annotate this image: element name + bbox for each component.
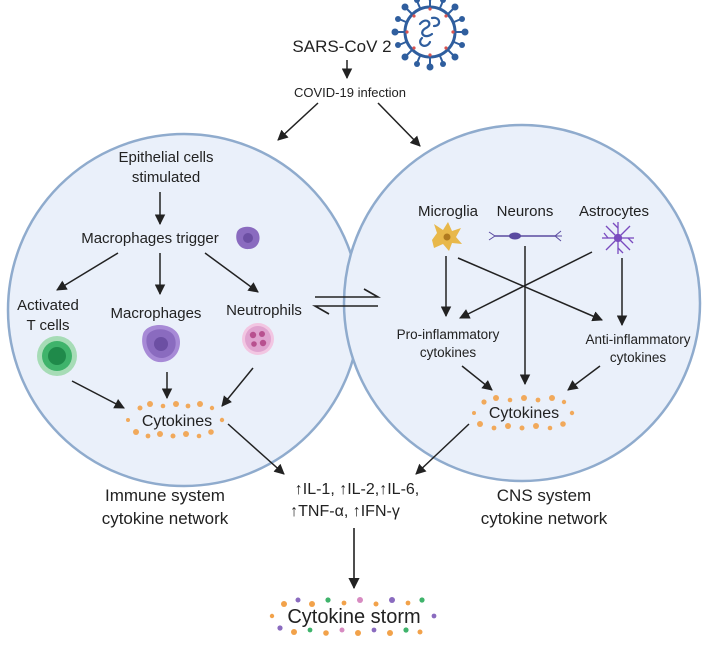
arrow-cns-to-center bbox=[415, 423, 470, 475]
macrophages-label: Macrophages bbox=[111, 305, 202, 322]
arrow-astrocytes-to-pro bbox=[459, 251, 593, 319]
virus-icon bbox=[391, 0, 469, 71]
arrow-microglia-to-anti bbox=[457, 257, 603, 322]
pro-inflammatory-label-line2: cytokines bbox=[420, 345, 477, 360]
astrocytes-label: Astrocytes bbox=[579, 203, 649, 220]
neutrophils-label: Neutrophils bbox=[226, 302, 302, 319]
arrow-trigger-to-neutrophils bbox=[204, 252, 259, 293]
arrow-tcell-to-cytokines bbox=[71, 380, 125, 409]
epithelial-label-line1: Epithelial cells bbox=[118, 149, 213, 166]
cns-cytokines-label: Cytokines bbox=[489, 405, 559, 422]
arrow-infection-left bbox=[277, 102, 319, 141]
cns-cytokine-dots bbox=[472, 395, 575, 431]
arrow-trigger-to-tcells bbox=[56, 252, 119, 291]
macrophage-icon bbox=[142, 325, 181, 363]
cns-caption-line2: cytokine network bbox=[481, 509, 608, 528]
tcell-icon bbox=[37, 336, 77, 376]
tcells-label-line2: T cells bbox=[26, 317, 69, 334]
cns-circle bbox=[342, 123, 702, 483]
macrophage-small-icon bbox=[236, 226, 260, 250]
virus-label: SARS-CoV 2 bbox=[292, 37, 391, 56]
neurons-label: Neurons bbox=[497, 203, 554, 220]
arrow-anti-to-cytokines bbox=[567, 365, 601, 391]
infection-label: COVID-19 infection bbox=[294, 85, 406, 100]
cns-caption-line1: CNS system bbox=[497, 486, 591, 505]
immune-caption-line1: Immune system bbox=[105, 486, 225, 505]
arrow-neutrophil-to-cytokines bbox=[221, 367, 254, 407]
tcells-label-line1: Activated bbox=[17, 297, 79, 314]
pro-inflammatory-label-line1: Pro-inflammatory bbox=[397, 327, 500, 342]
arrow-pro-to-cytokines bbox=[461, 365, 493, 391]
epithelial-label-line2: stimulated bbox=[132, 169, 200, 186]
arrow-infection-right bbox=[377, 102, 421, 147]
neutrophil-icon bbox=[242, 323, 274, 355]
microglia-icon bbox=[432, 222, 462, 251]
macrophages-trigger-label: Macrophages trigger bbox=[81, 230, 219, 247]
cytokine-list-line2: ↑TNF-α, ↑IFN-γ bbox=[290, 503, 400, 520]
immune-caption-line2: cytokine network bbox=[102, 509, 229, 528]
astrocyte-icon bbox=[602, 222, 634, 254]
neuron-icon bbox=[488, 230, 562, 242]
storm-dots bbox=[269, 597, 437, 636]
anti-inflammatory-label-line1: Anti-inflammatory bbox=[585, 332, 690, 347]
immune-cytokine-dots bbox=[126, 401, 225, 439]
microglia-label: Microglia bbox=[418, 203, 479, 220]
cytokine-storm-label: Cytokine storm bbox=[287, 606, 420, 628]
arrow-immune-to-center bbox=[227, 423, 285, 475]
equilibrium-arrows bbox=[311, 288, 382, 315]
anti-inflammatory-label-line2: cytokines bbox=[610, 350, 667, 365]
immune-cytokines-label: Cytokines bbox=[142, 413, 212, 430]
cytokine-list-line1: ↑IL-1, ↑IL-2,↑IL-6, bbox=[295, 481, 420, 498]
